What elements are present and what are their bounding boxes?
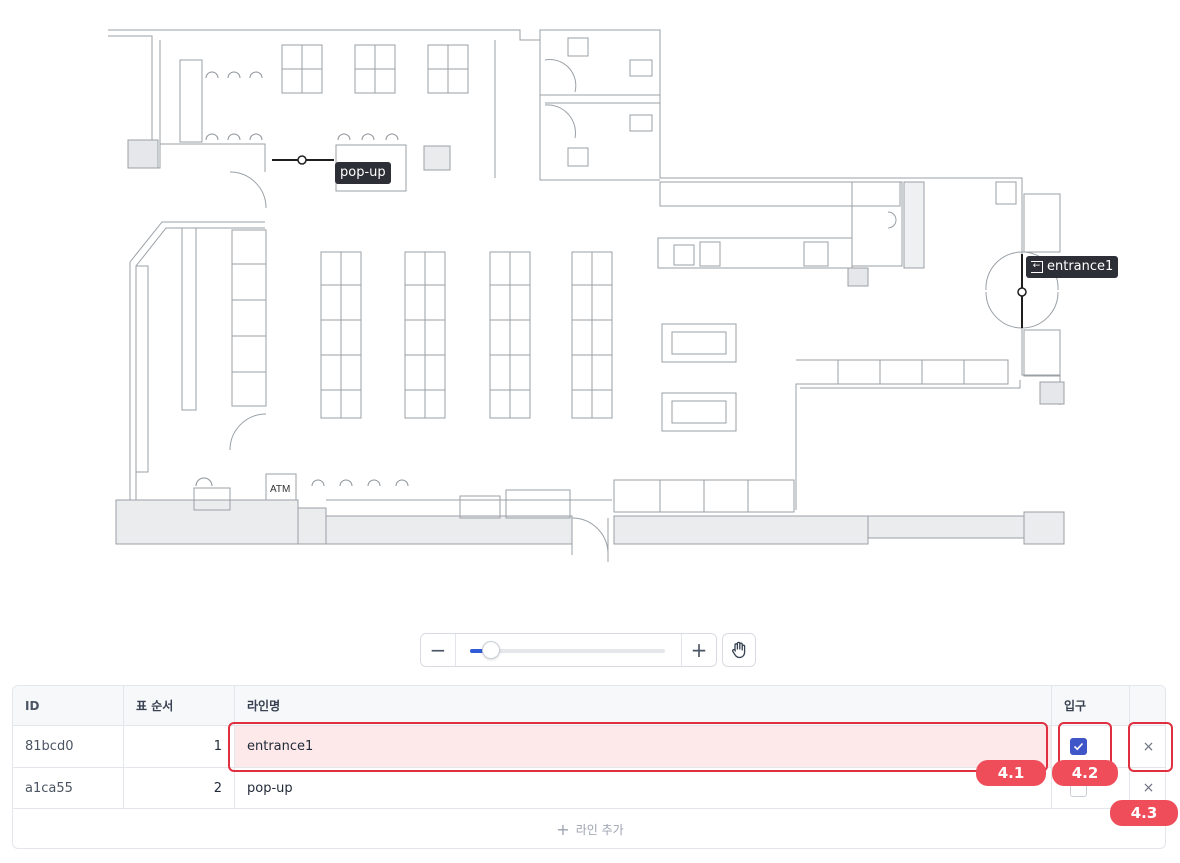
check-icon [1073, 742, 1084, 751]
wall-block [867, 515, 1025, 539]
wall-shelf [231, 229, 267, 407]
annotation-badge: 4.1 [976, 760, 1046, 786]
freezer [661, 392, 737, 432]
wall-shelf [135, 265, 149, 473]
annotation-box [1128, 722, 1173, 772]
left-wall [129, 221, 265, 263]
freezer [661, 323, 737, 363]
table-row: 81bcd0 1 entrance1 × [13, 726, 1165, 768]
hand-icon [732, 641, 746, 659]
plus-icon: + [556, 819, 570, 839]
wall-shelf [181, 227, 197, 411]
outer-wall [108, 29, 1061, 405]
popup-tag-label: pop-up [340, 165, 386, 180]
row-name-field[interactable]: entrance1 [235, 726, 1052, 767]
line-table: ID 표 순서 라인명 입구 81bcd0 1 entrance1 × a1ca… [12, 685, 1166, 849]
row-order: 2 [124, 768, 235, 808]
zoom-divider [455, 634, 456, 666]
toilet [629, 114, 653, 132]
wall-block [325, 515, 573, 545]
zoom-fill [470, 649, 486, 653]
door-arc [544, 104, 576, 139]
header-entry: 입구 [1052, 686, 1130, 725]
cafe-tables [179, 44, 469, 192]
zoom-out-button[interactable]: − [429, 638, 447, 662]
zoom-rail [470, 649, 665, 653]
inner-wall [159, 40, 266, 172]
pan-hand-button[interactable] [722, 633, 756, 667]
row-id: a1ca55 [13, 768, 124, 808]
header-id: ID [13, 686, 124, 725]
table-row: a1ca55 2 pop-up × [13, 768, 1165, 809]
left-wall [135, 227, 265, 267]
row-name-field[interactable]: pop-up [235, 768, 1052, 808]
gondola-shelves [320, 251, 613, 419]
annotation-box [228, 722, 1048, 772]
zoom-slider[interactable] [456, 634, 681, 666]
atm-label: ATM [270, 484, 290, 495]
wall-block [1023, 511, 1065, 545]
door-arc [544, 59, 577, 93]
door-arc [571, 517, 609, 553]
entrance-tag[interactable]: ← entrance1 [1026, 256, 1119, 278]
door-arc [229, 413, 267, 451]
toilet [629, 59, 653, 77]
annotation-badge: 4.2 [1052, 760, 1118, 786]
entry-checkbox[interactable] [1070, 738, 1087, 755]
door-arc [985, 291, 1023, 329]
table-header: ID 표 순서 라인명 입구 [13, 686, 1165, 726]
wall-block [127, 139, 159, 169]
entrance-icon: ← [1031, 261, 1043, 273]
inner-wall [539, 40, 660, 181]
add-line-button[interactable]: + 라인 추가 [13, 809, 1165, 848]
door-arc [229, 171, 267, 209]
wall-block [115, 499, 299, 545]
wall-block [423, 145, 451, 171]
floorplan-canvas[interactable]: ATM pop-up ← entrance1 [0, 0, 1180, 620]
popup-tag[interactable]: pop-up [335, 162, 391, 184]
annotation-badge: 4.3 [1110, 800, 1178, 826]
zoom-thumb[interactable] [481, 641, 500, 659]
entrance-tag-label: entrance1 [1047, 259, 1114, 274]
zoom-control: − + [420, 633, 717, 667]
chairs [195, 71, 409, 487]
delete-button[interactable]: × [1142, 738, 1155, 755]
atm [265, 473, 297, 501]
wall-block [297, 507, 327, 545]
counter [659, 181, 901, 207]
door-arc [985, 251, 1023, 291]
toilet [567, 147, 589, 167]
toilet [567, 37, 589, 57]
add-line-label: 라인 추가 [575, 822, 624, 837]
header-actions [1130, 686, 1165, 725]
wall-block [613, 515, 869, 545]
zoom-in-button[interactable]: + [690, 638, 708, 662]
floorplan-drawing: ATM [108, 29, 1065, 562]
delete-button[interactable]: × [1142, 780, 1155, 796]
row-order: 1 [124, 726, 235, 767]
zoom-divider [681, 634, 682, 666]
row-id: 81bcd0 [13, 726, 124, 767]
header-order: 표 순서 [124, 686, 235, 725]
header-name: 라인명 [235, 686, 1052, 725]
